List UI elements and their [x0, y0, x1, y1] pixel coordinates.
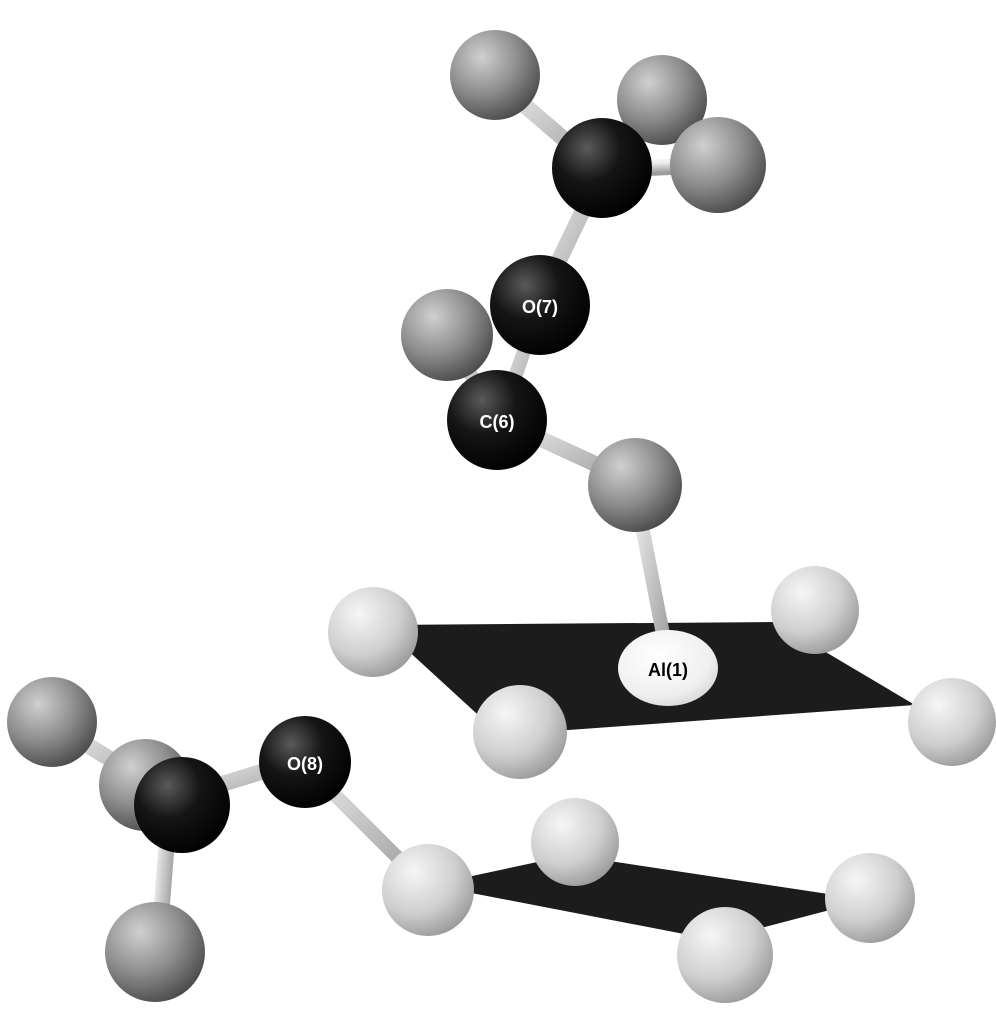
- label-o7: O(7): [522, 297, 558, 317]
- hydrogen-atom-right: [670, 117, 766, 213]
- label-o8: O(8): [287, 754, 323, 774]
- plane-atom-upper-far-right: [908, 678, 996, 766]
- hydrogen-atom-lower-far-left: [7, 677, 97, 767]
- plane-atom-lower-left: [382, 844, 474, 936]
- oxygen-atom-o8: [259, 716, 351, 808]
- hydrogen-atom-top-left: [450, 30, 540, 120]
- label-c6: C(6): [480, 412, 515, 432]
- aluminum-atom-al1: [618, 630, 718, 706]
- hydrogen-atom-mid-left: [401, 289, 493, 381]
- carbon-atom-methyl-top: [552, 118, 652, 218]
- plane-atom-lower-right: [825, 853, 915, 943]
- hydrogen-atom-top-right: [617, 55, 707, 145]
- hydrogen-atom-lower-bottom: [105, 902, 205, 1002]
- plane-atom-upper-front: [473, 685, 567, 779]
- carbon-atom-methyl-bottom: [134, 757, 230, 853]
- oxygen-atom-bridging: [588, 438, 682, 532]
- lower-plane: [430, 855, 868, 940]
- plane-atom-upper-right: [771, 566, 859, 654]
- carbon-atom-c6: [447, 370, 547, 470]
- plane-atom-upper-left: [328, 587, 418, 677]
- label-al1: Al(1): [648, 660, 688, 680]
- oxygen-atom-o7: [490, 255, 590, 355]
- plane-atom-lower-back: [531, 798, 619, 886]
- plane-atom-lower-front: [677, 907, 773, 1003]
